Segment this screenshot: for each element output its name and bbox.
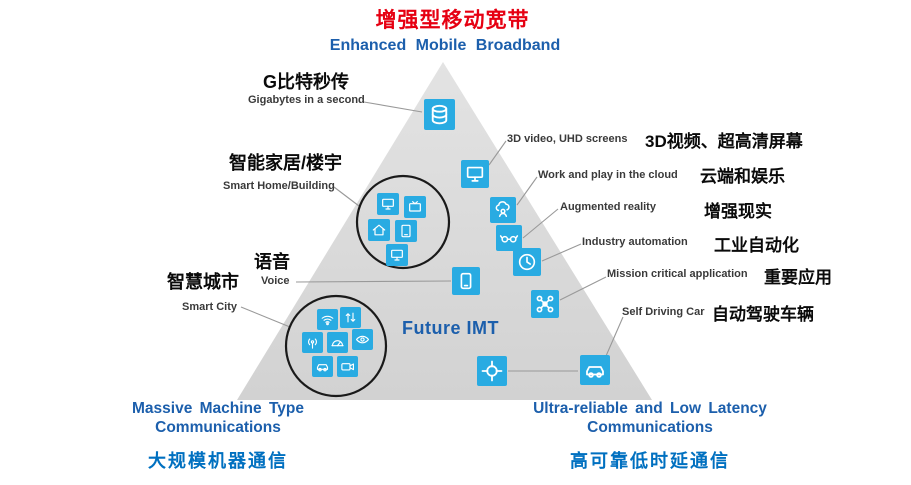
city-camera-icon	[337, 356, 358, 377]
home-tv-icon	[404, 196, 426, 218]
self-driving-car-icon	[580, 355, 610, 385]
city-eye-icon	[352, 329, 373, 350]
city-car-icon	[312, 356, 333, 377]
label-gigabit-zh: G比特秒传	[263, 72, 350, 92]
label-cloud-en: Work and play in the cloud	[538, 169, 678, 181]
bottom-right-line1: Ultra-reliable and Low Latency	[533, 400, 767, 417]
bottom-left-line1: Massive Machine Type	[132, 400, 304, 417]
label-gigabit-en: Gigabytes in a second	[248, 94, 365, 106]
city-arrows-icon	[340, 307, 361, 328]
bottom-left-title-en: Massive Machine Type Communications	[108, 399, 328, 438]
bottom-right-title-zh: 高可靠低时延通信	[570, 451, 730, 471]
label-self-driving-en: Self Driving Car	[622, 306, 705, 318]
label-voice-en: Voice	[261, 275, 290, 287]
crosshair-icon	[477, 356, 507, 386]
future-imt-label: Future IMT	[402, 318, 499, 338]
label-industry-zh: 工业自动化	[714, 236, 799, 255]
top-title-zh: 增强型移动宽带	[375, 9, 530, 32]
bottom-right-title-en: Ultra-reliable and Low Latency Communica…	[505, 399, 795, 438]
label-cloud-zh: 云端和娱乐	[700, 167, 785, 186]
label-mission-zh: 重要应用	[764, 268, 832, 287]
drone-icon	[531, 290, 559, 318]
city-gauge-icon	[327, 332, 348, 353]
smartphone-icon	[452, 267, 480, 295]
label-smart-city-zh: 智慧城市	[167, 272, 239, 292]
label-smart-home-zh: 智能家居/楼宇	[229, 153, 343, 173]
bottom-right-line2: Communications	[587, 419, 713, 437]
house-icon	[368, 219, 390, 241]
home-monitor2-icon	[386, 244, 408, 266]
bottom-left-title-zh: 大规模机器通信	[148, 451, 288, 471]
clock-icon	[513, 248, 541, 276]
label-smart-home-en: Smart Home/Building	[223, 180, 335, 192]
bottom-left-line2: Communications	[155, 419, 281, 437]
label-self-driving-zh: 自动驾驶车辆	[712, 305, 814, 324]
top-title-en: Enhanced Mobile Broadband	[329, 37, 561, 54]
home-tablet-icon	[395, 220, 417, 242]
label-3d-video-en: 3D video, UHD screens	[507, 133, 628, 145]
label-smart-city-en: Smart City	[182, 301, 238, 313]
label-ar-en: Augmented reality	[560, 201, 656, 213]
home-monitor-icon	[377, 193, 399, 215]
label-3d-video-zh: 3D视频、超高清屏幕	[645, 132, 803, 151]
uhd-monitor-icon	[461, 160, 489, 188]
label-voice-zh: 语音	[254, 252, 290, 272]
city-wifi-icon	[317, 309, 338, 330]
label-industry-en: Industry automation	[582, 236, 688, 248]
database-icon	[424, 99, 455, 130]
label-mission-en: Mission critical application	[607, 268, 748, 280]
cloud-user-icon	[490, 197, 516, 223]
city-antenna-icon	[302, 332, 323, 353]
label-ar-zh: 增强现实	[704, 202, 772, 221]
